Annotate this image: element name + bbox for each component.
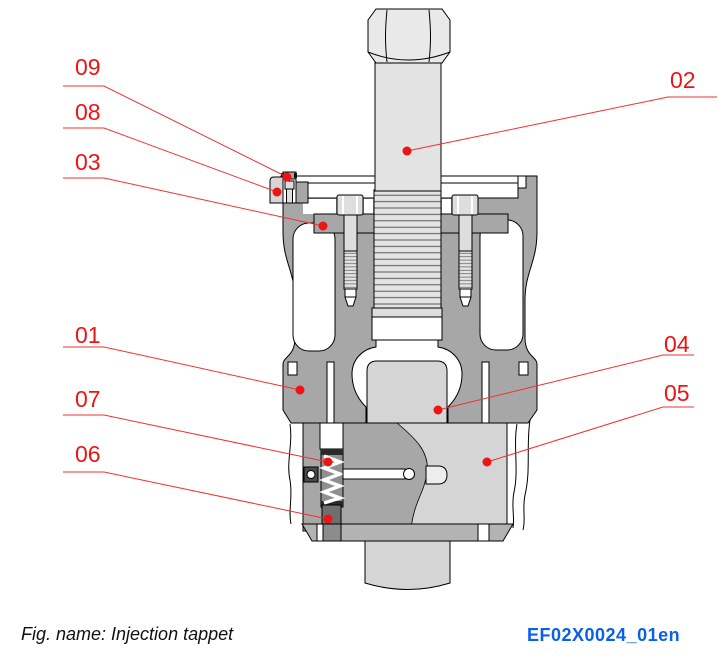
- callout-label: 07: [75, 386, 101, 412]
- figure-caption: Fig. name: Injection tappet: [21, 624, 234, 644]
- tappet-piston: [366, 360, 448, 424]
- leader-dot: [323, 457, 333, 467]
- callout-label: 03: [75, 149, 101, 175]
- hex-head: [367, 8, 451, 64]
- callout-04: 04: [433, 331, 694, 415]
- leader-dot: [318, 221, 328, 231]
- callout-07: 07: [63, 386, 333, 467]
- callout-06: 06: [63, 441, 333, 524]
- leader-line: [437, 354, 694, 411]
- callout-label: 09: [75, 54, 101, 80]
- threaded-spindle: [371, 189, 443, 341]
- leader-line: [406, 96, 717, 152]
- callout-02: 02: [402, 67, 717, 156]
- clamp-block: [269, 171, 309, 204]
- leader-dot: [433, 405, 443, 415]
- break-lines: [288, 419, 531, 531]
- leader-dot: [272, 187, 282, 197]
- leader-dot: [402, 146, 412, 156]
- leader-dot: [282, 172, 292, 182]
- callout-01: 01: [63, 322, 305, 395]
- callout-08: 08: [63, 99, 282, 197]
- callout-label: 02: [670, 67, 696, 93]
- set-screw-nut: [303, 466, 319, 483]
- guide-pin: [342, 465, 448, 485]
- lower-housing: [302, 422, 508, 532]
- callout-label: 01: [75, 322, 101, 348]
- spindle-step: [371, 316, 443, 341]
- callout-label: 06: [75, 441, 101, 467]
- leader-dot: [482, 457, 492, 467]
- return-spring: [319, 448, 346, 508]
- leader-line: [63, 346, 301, 391]
- right-cap-screw: [451, 194, 479, 307]
- leader-dot: [323, 514, 333, 524]
- leader-line: [486, 406, 694, 463]
- callout-label: 08: [75, 99, 101, 125]
- leader-line: [63, 85, 288, 178]
- leader-dot: [295, 385, 305, 395]
- leader-line: [63, 127, 278, 193]
- lower-stem: [364, 540, 451, 590]
- bottom-flange: [301, 523, 514, 542]
- callout-label: 04: [664, 331, 690, 357]
- leader-line: [63, 414, 329, 463]
- callout-label: 05: [664, 380, 690, 406]
- upper-stem: [374, 61, 442, 192]
- right-kidney-cutout: [479, 219, 524, 351]
- lock-ring: [371, 307, 443, 318]
- doc-code: EF02X0024_01en: [527, 625, 681, 645]
- clamp-screw: [284, 180, 295, 190]
- callout-05: 05: [482, 380, 694, 467]
- callout-09: 09: [63, 54, 292, 182]
- leader-line: [63, 471, 329, 520]
- leader-line: [63, 177, 324, 227]
- callout-03: 03: [63, 149, 328, 231]
- left-cap-screw: [336, 194, 364, 307]
- pin-bullet: [425, 465, 448, 485]
- left-kidney-cutout: [292, 222, 336, 352]
